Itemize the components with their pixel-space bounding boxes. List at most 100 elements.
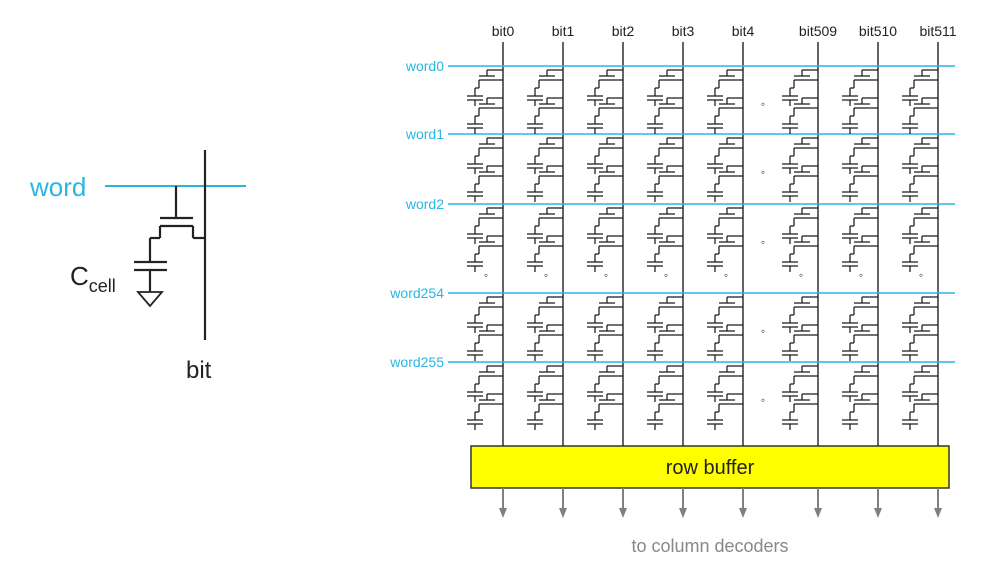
memory-cell xyxy=(646,296,684,334)
memory-cell xyxy=(586,296,624,334)
memory-cell xyxy=(526,69,564,107)
memory-cell xyxy=(646,393,684,431)
word-label: word255 xyxy=(389,354,444,370)
memory-cell xyxy=(466,137,504,175)
memory-cell xyxy=(841,393,879,431)
ellipsis-mark: ◦ xyxy=(761,324,765,338)
memory-cell xyxy=(841,165,879,203)
memory-cell xyxy=(466,296,504,334)
row-buffer-label: row buffer xyxy=(666,457,755,479)
memory-cell xyxy=(466,69,504,107)
memory-cell xyxy=(781,296,819,334)
memory-cell xyxy=(781,69,819,107)
memory-cell xyxy=(526,296,564,334)
memory-cell xyxy=(586,207,624,245)
memory-cell xyxy=(706,207,744,245)
memory-cell xyxy=(901,137,939,175)
bit-label: bit0 xyxy=(492,23,515,39)
word-label: word254 xyxy=(389,285,444,301)
memory-cell xyxy=(781,137,819,175)
memory-cell xyxy=(706,137,744,175)
memory-cell xyxy=(466,393,504,431)
ellipsis-mark: ◦ xyxy=(484,268,488,282)
memory-cell xyxy=(781,365,819,403)
memory-cell xyxy=(706,165,744,203)
bit-label: bit510 xyxy=(859,23,897,39)
memory-cell xyxy=(706,235,744,273)
memory-cell xyxy=(706,393,744,431)
arrow-down-icon xyxy=(679,508,687,518)
arrow-down-icon xyxy=(619,508,627,518)
memory-cell xyxy=(526,235,564,273)
ellipsis-mark: ◦ xyxy=(761,393,765,407)
row-buffer xyxy=(470,445,950,489)
memory-cell xyxy=(586,69,624,107)
memory-cell xyxy=(841,324,879,362)
single-cell-schematic: word Ccell bit xyxy=(29,150,246,384)
memory-cell xyxy=(466,165,504,203)
memory-cell xyxy=(901,393,939,431)
arrow-down-icon xyxy=(499,508,507,518)
memory-cell xyxy=(841,207,879,245)
memory-cell xyxy=(901,296,939,334)
ellipsis-mark: ◦ xyxy=(761,97,765,111)
memory-cell xyxy=(466,365,504,403)
ellipsis-mark: ◦ xyxy=(761,165,765,179)
memory-cell xyxy=(781,207,819,245)
ellipsis-mark: ◦ xyxy=(544,268,548,282)
memory-cell xyxy=(781,97,819,135)
memory-cell xyxy=(526,97,564,135)
memory-cell xyxy=(526,393,564,431)
word-label: word1 xyxy=(405,126,444,142)
arrow-down-icon xyxy=(739,508,747,518)
memory-cell xyxy=(841,365,879,403)
memory-cell xyxy=(706,324,744,362)
memory-cell xyxy=(646,69,684,107)
memory-cell xyxy=(781,165,819,203)
memory-cell xyxy=(781,393,819,431)
memory-cell xyxy=(646,365,684,403)
memory-cell xyxy=(646,324,684,362)
bit-label: bit2 xyxy=(612,23,635,39)
arrow-down-icon xyxy=(814,508,822,518)
memory-cell xyxy=(526,365,564,403)
memory-cell xyxy=(646,137,684,175)
arrow-down-icon xyxy=(934,508,942,518)
memory-cell xyxy=(526,137,564,175)
memory-cell xyxy=(646,235,684,273)
memory-cell xyxy=(586,393,624,431)
ellipsis-mark: ◦ xyxy=(724,268,728,282)
memory-cell xyxy=(841,235,879,273)
memory-cell xyxy=(586,165,624,203)
memory-cell xyxy=(901,97,939,135)
memory-cell xyxy=(646,207,684,245)
memory-cell xyxy=(901,165,939,203)
arrow-down-icon xyxy=(559,508,567,518)
memory-cell xyxy=(466,324,504,362)
memory-cell xyxy=(841,296,879,334)
memory-cell xyxy=(706,365,744,403)
memory-cell xyxy=(841,97,879,135)
memory-cell xyxy=(586,235,624,273)
memory-cell xyxy=(466,97,504,135)
memory-cell xyxy=(526,207,564,245)
memory-cell xyxy=(526,324,564,362)
memory-cell xyxy=(841,69,879,107)
bit-label: bit4 xyxy=(732,23,755,39)
memory-cell xyxy=(901,207,939,245)
ground-icon xyxy=(136,291,164,308)
transistor-icon xyxy=(148,186,205,262)
bit-label: bit511 xyxy=(919,23,956,39)
memory-cell xyxy=(466,235,504,273)
ellipsis-mark: ◦ xyxy=(604,268,608,282)
bit-label: bit3 xyxy=(672,23,695,39)
capacitor-label: Ccell xyxy=(70,261,116,296)
footer-label: to column decoders xyxy=(631,536,788,556)
ellipsis-mark: ◦ xyxy=(799,268,803,282)
memory-cell xyxy=(841,137,879,175)
ellipsis-mark: ◦ xyxy=(664,268,668,282)
memory-cell xyxy=(586,137,624,175)
memory-cell xyxy=(706,97,744,135)
capacitor-icon xyxy=(134,260,167,292)
